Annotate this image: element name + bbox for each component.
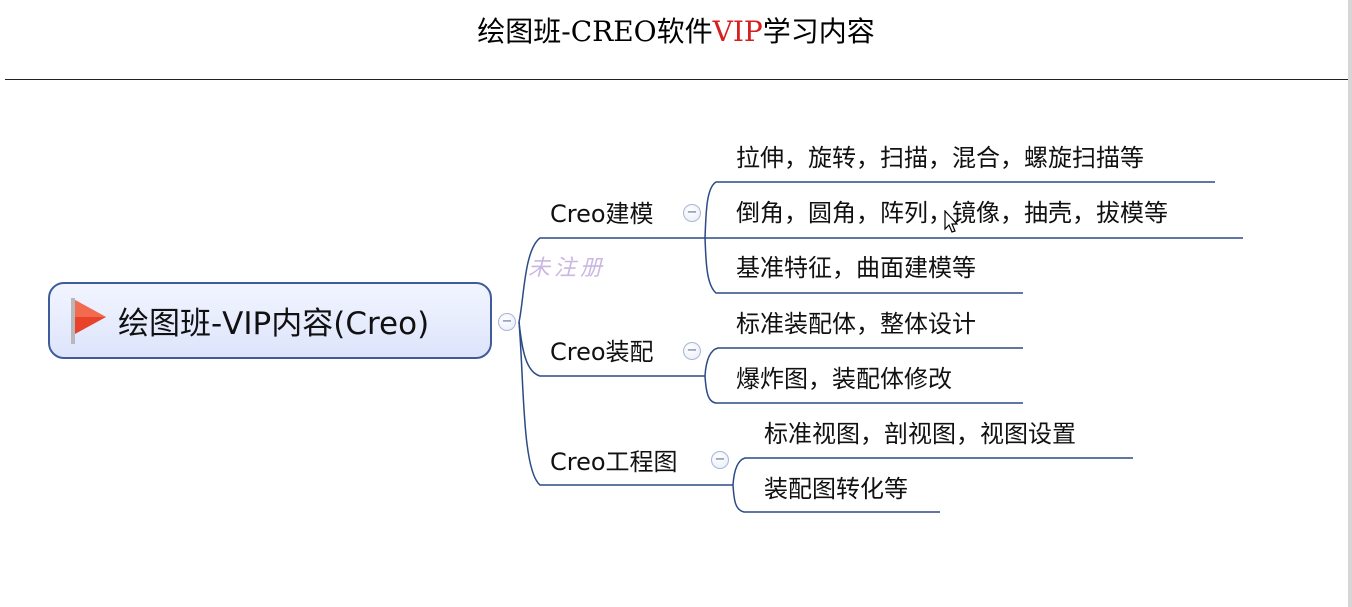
connector-modeling-1: [704, 181, 1215, 239]
branch-assembly-label[interactable]: Creo装配: [550, 338, 654, 366]
connector-root-modeling: [518, 237, 705, 323]
leaf-assembly-1[interactable]: 标准装配体，整体设计: [736, 310, 976, 338]
unregistered-watermark: 未注册: [528, 256, 607, 281]
page-title: 绘图班-CREO软件VIP学习内容: [0, 10, 1352, 50]
connector-assembly-2: [704, 375, 1023, 404]
red-flag-icon: [71, 297, 106, 344]
connector-assembly-1: [704, 347, 1023, 377]
connector-drawing-2: [732, 484, 940, 513]
connector-root-drawing: [518, 321, 733, 486]
branch-drawing-label[interactable]: Creo工程图: [550, 448, 678, 476]
branch-assembly-collapse-toggle[interactable]: −: [683, 342, 701, 360]
root-node-label: 绘图班-VIP内容(Creo): [118, 306, 430, 342]
title-divider: [5, 79, 1351, 80]
root-collapse-toggle[interactable]: −: [498, 313, 516, 331]
branch-modeling-label[interactable]: Creo建模: [550, 200, 654, 228]
branch-modeling-collapse-toggle[interactable]: −: [683, 204, 701, 222]
title-suffix: 学习内容: [762, 15, 875, 48]
scrollbar[interactable]: [1348, 0, 1352, 607]
leaf-drawing-2[interactable]: 装配图转化等: [764, 475, 908, 503]
leaf-modeling-3[interactable]: 基准特征，曲面建模等: [736, 254, 976, 282]
connector-drawing-1: [732, 457, 1133, 486]
title-prefix: 绘图班-CREO软件: [477, 15, 713, 48]
leaf-drawing-1[interactable]: 标准视图，剖视图，视图设置: [764, 420, 1076, 448]
leaf-assembly-2[interactable]: 爆炸图，装配体修改: [736, 365, 952, 393]
root-node[interactable]: 绘图班-VIP内容(Creo): [48, 282, 492, 359]
connector-modeling-3: [704, 237, 1023, 294]
leaf-modeling-1[interactable]: 拉伸，旋转，扫描，混合，螺旋扫描等: [736, 144, 1144, 172]
title-accent: VIP: [712, 15, 763, 48]
branch-drawing-collapse-toggle[interactable]: −: [711, 451, 729, 469]
mouse-cursor-icon: [944, 210, 958, 233]
